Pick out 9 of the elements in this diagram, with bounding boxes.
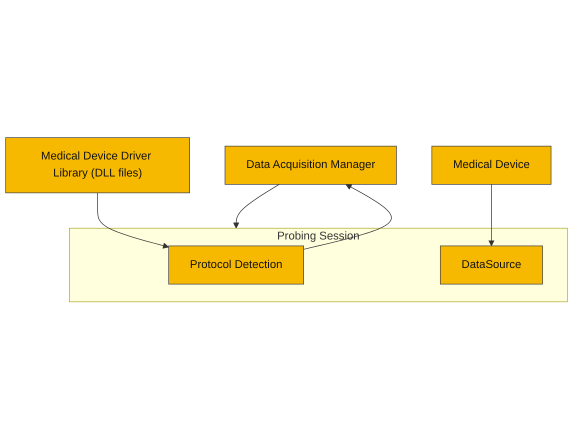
node-box: DataSource [440, 245, 543, 284]
arrow [303, 184, 392, 250]
node-box: Protocol Detection [168, 245, 304, 284]
node-box: Data Acquisition Manager [224, 146, 397, 184]
node-box: Medical Device [431, 146, 552, 184]
arrow [97, 192, 169, 248]
arrow [233, 184, 280, 228]
node-box: Medical Device Driver Library (DLL files) [5, 137, 190, 193]
arrow [488, 184, 495, 246]
